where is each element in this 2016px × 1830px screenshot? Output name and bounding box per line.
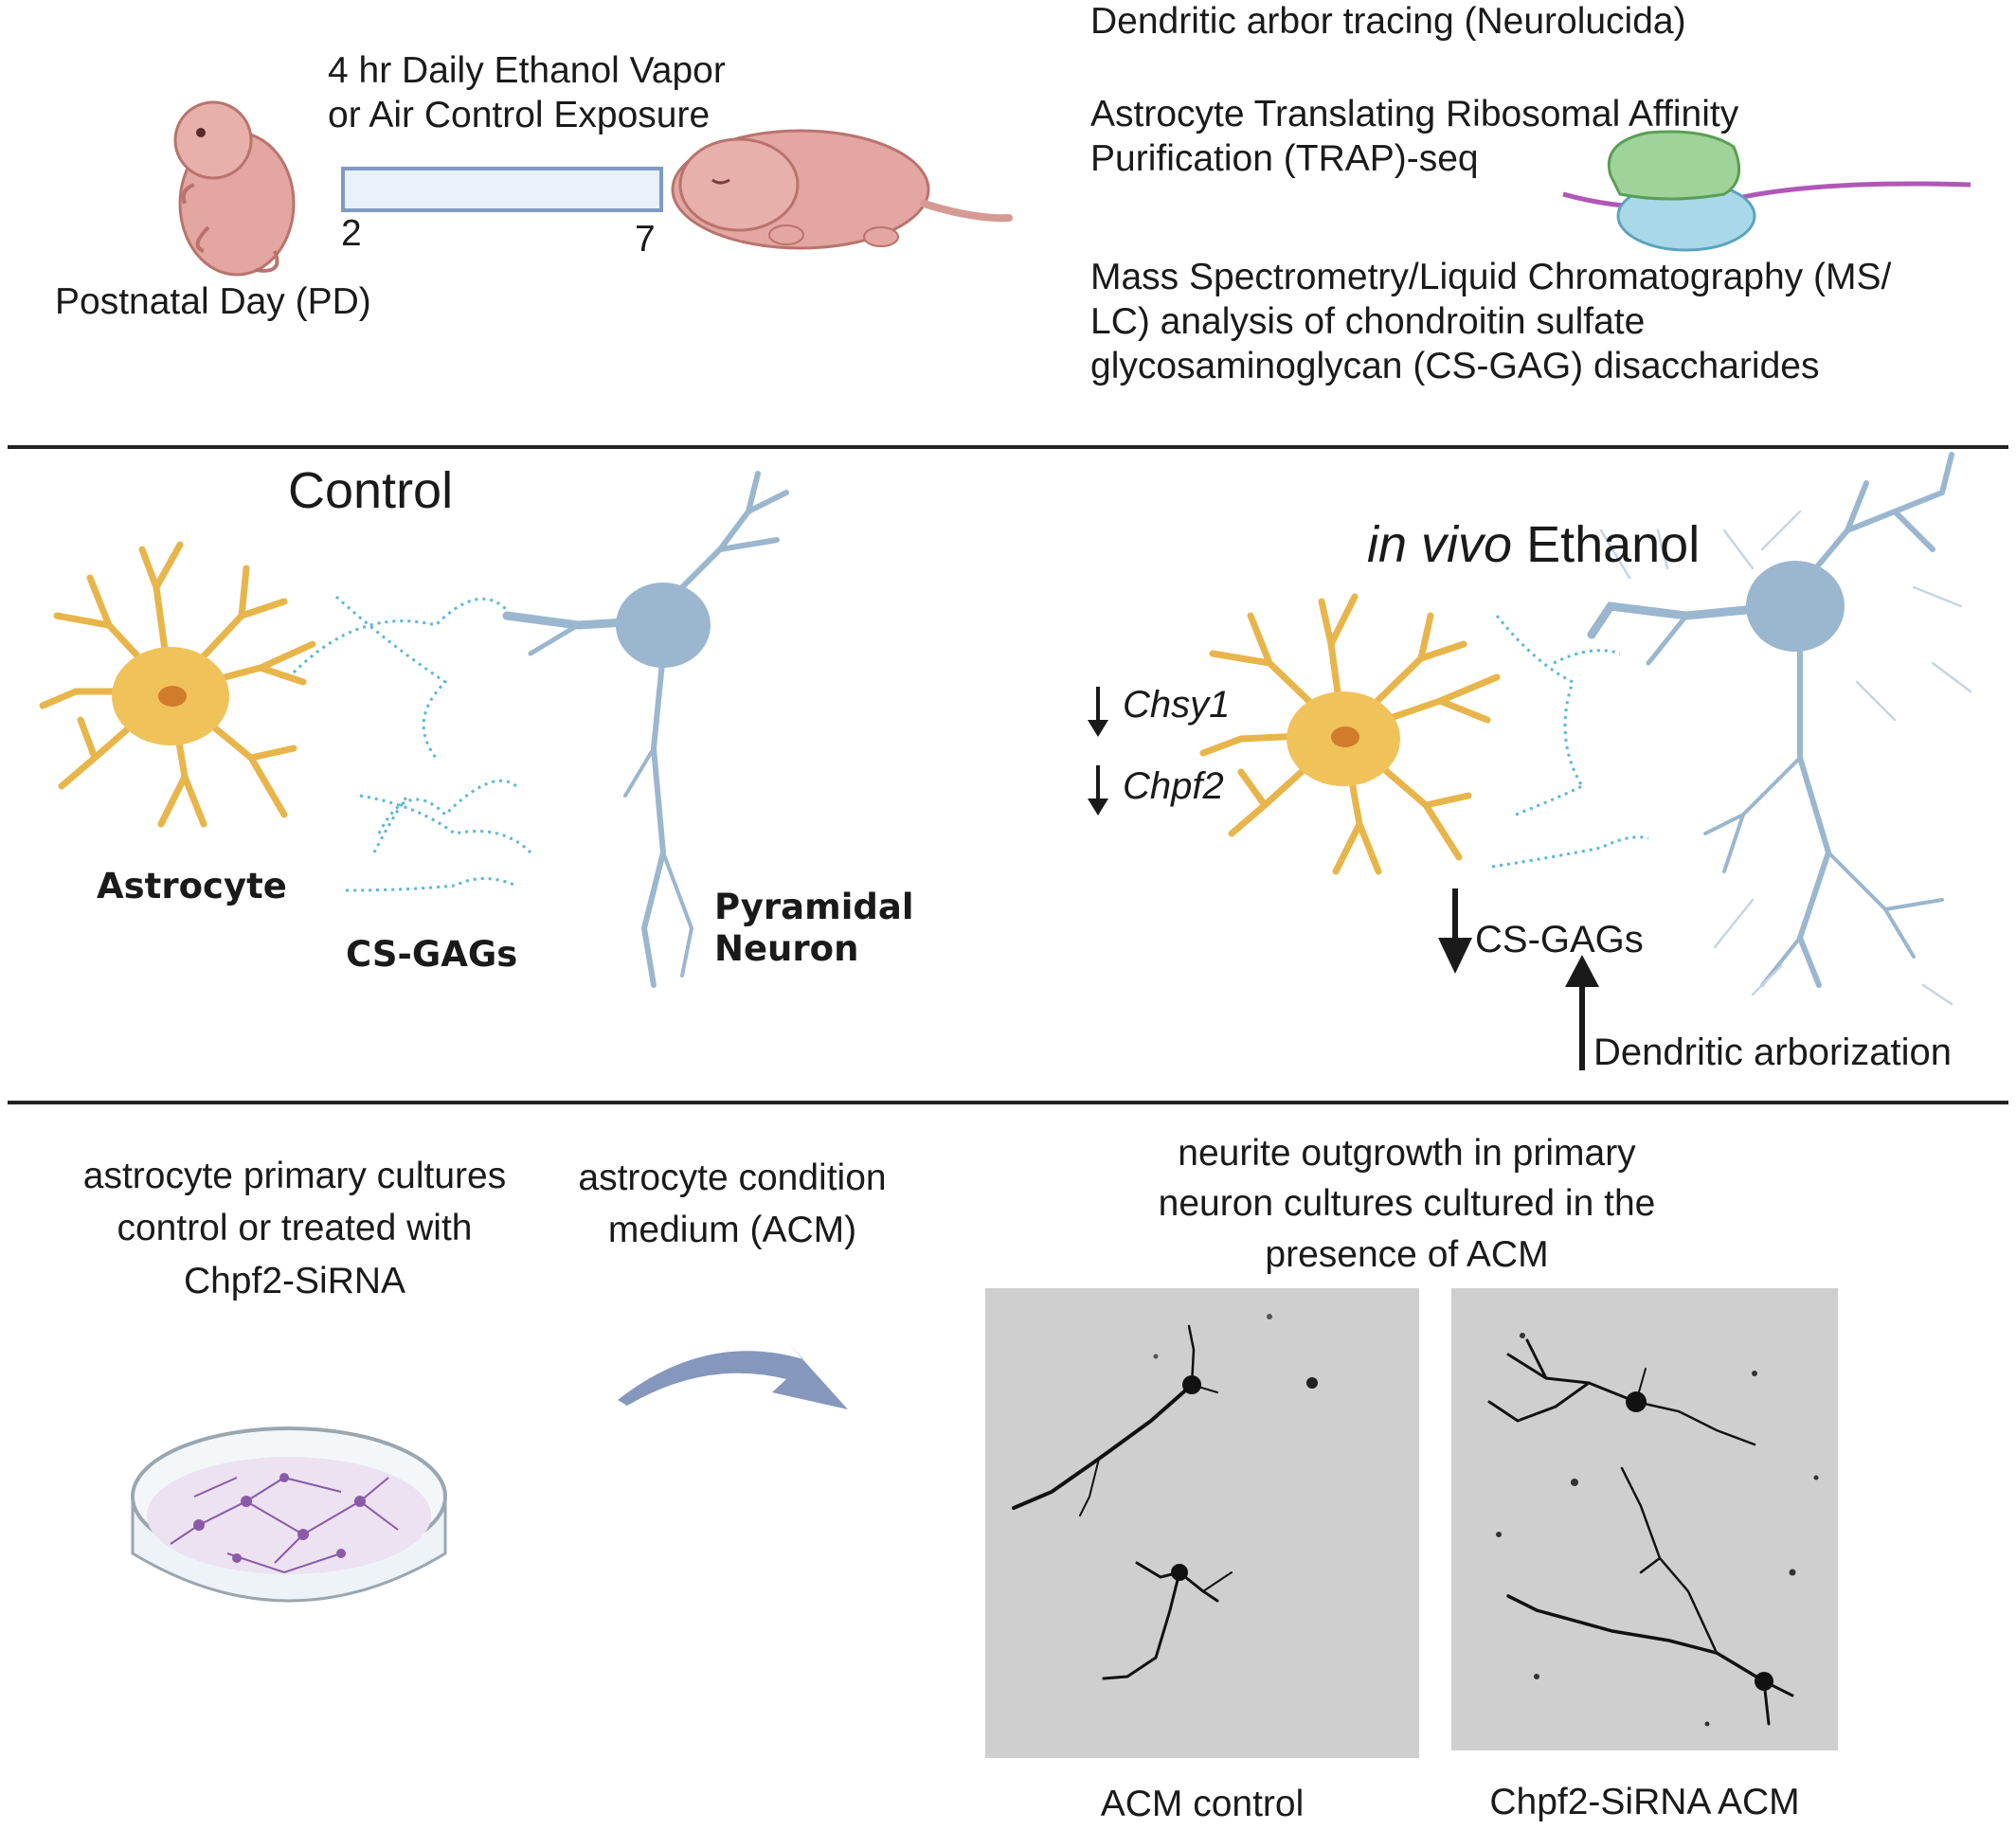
culture-label: astrocyte primary cultures control or tr… — [82, 1156, 507, 1301]
panel-2-caption: Chpf2-SiRNA ACM — [1489, 1782, 1800, 1822]
dendritic-increase-label: Dendritic arborization — [1593, 1032, 1952, 1073]
acm-label: astrocyte condition medium (ACM) — [578, 1157, 887, 1251]
control-title: Control — [288, 462, 454, 519]
gene-chpf2-label: Chpf2 — [1123, 765, 1224, 807]
outgrowth-label: neurite outgrowth in primary neuron cult… — [1158, 1133, 1656, 1275]
micrograph-chpf2-neurons — [1487, 1333, 1819, 1727]
csgag-chains-ethanol — [1491, 615, 1649, 869]
ethanol-title-italic: in vivo — [1367, 515, 1513, 573]
gene-chsy1-label: Chsy1 — [1123, 684, 1231, 726]
csgags-decrease-label: CS-GAGs — [1475, 919, 1644, 960]
micrograph-acm-control-neurons — [1012, 1314, 1318, 1680]
petri-dish-icon — [131, 1426, 447, 1603]
exposure-label: 4 hr Daily Ethanol Vapor or Air Control … — [328, 50, 726, 135]
pyramidal-neuron-label: Pyramidal Neuron — [714, 887, 914, 970]
pd-end-label: 7 — [635, 219, 656, 260]
neuron-soma-ethanol — [1746, 561, 1845, 652]
exposure-timeline-bar — [341, 167, 663, 212]
older-pup-icon — [671, 129, 1013, 250]
pd-start-label: 2 — [341, 213, 362, 254]
ribosome-icon — [1562, 130, 1971, 252]
method-neurolucida: Dendritic arbor tracing (Neurolucida) — [1090, 1, 1686, 42]
section-divider-bottom — [8, 1101, 2008, 1104]
dendritic-up-arrow — [1565, 955, 1599, 1070]
astrocyte-label: Astrocyte — [97, 866, 287, 906]
method-ms-lc: Mass Spectrometry/Liquid Chromatography … — [1090, 257, 1892, 386]
ethanol-title-rest: Ethanol — [1512, 515, 1701, 573]
gene-down-arrows — [1088, 687, 1108, 816]
pyramidal-neuron-icon-ethanol — [1587, 452, 1954, 988]
newborn-pup-icon — [173, 100, 296, 277]
csgag-chains-control — [292, 595, 532, 892]
micrograph-chpf2-sirna-acm — [1451, 1288, 1838, 1750]
csgags-down-arrow — [1438, 888, 1472, 974]
postnatal-day-label: Postnatal Day (PD) — [55, 281, 371, 322]
panel-1-caption: ACM control — [1100, 1784, 1305, 1824]
ethanol-title: in vivo Ethanol — [1367, 453, 1700, 576]
section-divider-top — [8, 445, 2008, 449]
method-trap-seq: Astrocyte Translating Ribosomal Affinity… — [1090, 94, 1739, 179]
neuron-soma-control — [616, 583, 711, 668]
csgags-label: CS-GAGs — [346, 934, 518, 975]
micrograph-acm-control — [985, 1288, 1419, 1758]
transfer-arrow-icon — [618, 1343, 848, 1409]
faint-dendrites-ethanol — [1599, 510, 1972, 1006]
